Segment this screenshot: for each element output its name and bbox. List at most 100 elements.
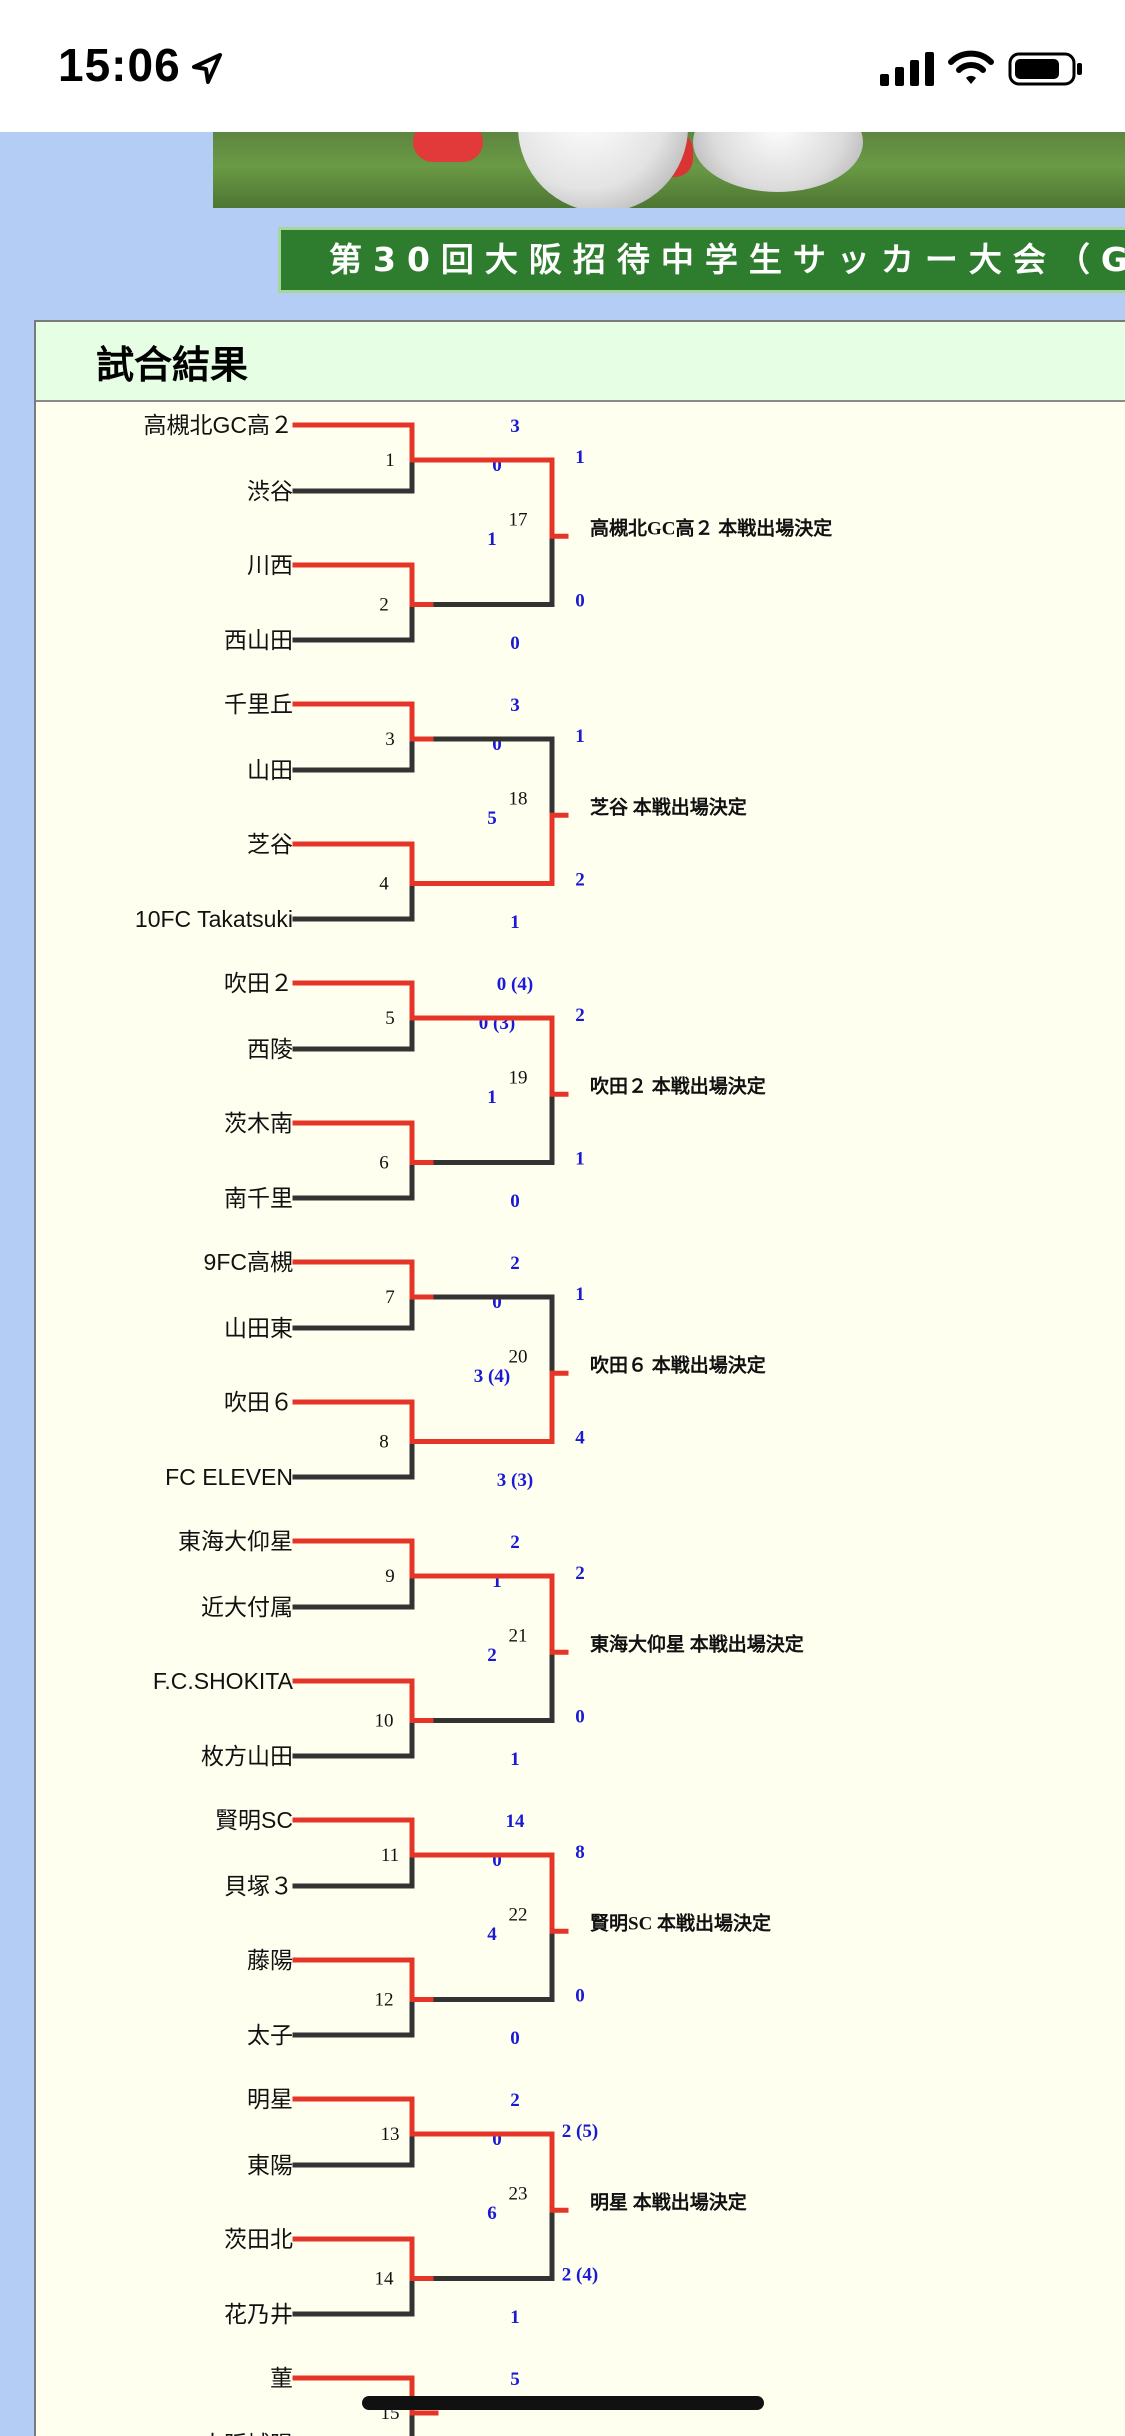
- match-number: 3: [385, 729, 395, 750]
- team-name: 10FC Takatsuki: [135, 906, 293, 932]
- team-name: F.C.SHOKITA: [153, 1668, 294, 1694]
- match-number: 5: [385, 1008, 395, 1029]
- team-name: 吹田２: [224, 970, 293, 996]
- match-number: 10: [375, 1711, 394, 1732]
- score: 1: [510, 1749, 520, 1770]
- score: 2: [510, 2090, 520, 2111]
- home-indicator[interactable]: [362, 2396, 764, 2410]
- score: 0: [510, 1191, 520, 1212]
- match-number: 8: [379, 1432, 389, 1453]
- score: 2: [510, 1253, 520, 1274]
- match-number: 23: [509, 2183, 528, 2204]
- team-name: 高槻北GC高２: [144, 412, 294, 438]
- match-number: 14: [375, 2269, 395, 2290]
- team-name: 千里丘: [224, 691, 293, 717]
- match-number: 1: [385, 450, 395, 471]
- score: 3: [510, 695, 520, 716]
- team-name: 茨田北: [224, 2226, 293, 2252]
- battery-icon: [1008, 52, 1082, 86]
- qualified-result: 東海大仰星 本戦出場決定: [590, 1632, 804, 1655]
- team-name: 菫: [270, 2365, 293, 2391]
- team-name: 近大付属: [201, 1594, 293, 1620]
- score: 14: [506, 1811, 526, 1832]
- score: 1: [575, 1149, 585, 1170]
- qualified-result: 吹田２ 本戦出場決定: [590, 1074, 766, 1097]
- match-number: 19: [509, 1067, 528, 1088]
- match-number: 13: [381, 2124, 400, 2145]
- score: 0: [510, 633, 520, 654]
- score: 0: [492, 455, 502, 476]
- match-number: 7: [385, 1287, 395, 1308]
- score: 2: [510, 1532, 520, 1553]
- score: 0: [575, 591, 585, 612]
- score: 0: [492, 1850, 502, 1871]
- team-name: 川西: [247, 552, 293, 578]
- cellular-signal-icon: [880, 52, 934, 86]
- team-name: 茨木南: [224, 1110, 293, 1136]
- team-name: 貝塚３: [224, 1873, 293, 1899]
- score: 2 (5): [562, 2121, 598, 2142]
- team-name: 藤陽: [247, 1947, 293, 1973]
- score: 4: [575, 1428, 585, 1449]
- score: 5: [487, 808, 497, 829]
- score: 1: [487, 529, 497, 550]
- score: 1: [575, 726, 585, 747]
- score: 0: [575, 1986, 585, 2007]
- results-header: 試合結果: [36, 322, 1125, 402]
- score: 1: [575, 447, 585, 468]
- team-name: 明星: [247, 2086, 293, 2112]
- qualified-result: 吹田６ 本戦出場決定: [590, 1353, 766, 1376]
- score: 0: [492, 734, 502, 755]
- score: 1: [487, 1087, 497, 1108]
- score: 1: [510, 2307, 520, 2328]
- score: 0: [575, 1707, 585, 1728]
- score: 2: [487, 1645, 497, 1666]
- score: 0 (4): [497, 974, 533, 995]
- score: 0: [492, 1292, 502, 1313]
- score: 1: [575, 1284, 585, 1305]
- team-name: 9FC高槻: [204, 1249, 293, 1275]
- score: 3 (4): [474, 1366, 510, 1387]
- team-name: 東陽: [247, 2152, 293, 2178]
- match-number: 21: [509, 1625, 528, 1646]
- score: 2: [575, 1563, 585, 1584]
- team-name: 渋谷: [247, 478, 293, 504]
- match-number: 2: [379, 595, 389, 616]
- wifi-icon: [948, 50, 994, 84]
- team-name: 山田: [247, 757, 293, 783]
- team-name: 枚方山田: [201, 1743, 293, 1769]
- match-number: 4: [379, 874, 389, 895]
- match-number: 11: [381, 1845, 399, 1866]
- score: 8: [575, 1842, 585, 1863]
- team-name: 芝谷: [247, 831, 293, 857]
- team-name: 花乃井: [224, 2301, 293, 2327]
- team-name: 山田東: [224, 1315, 293, 1341]
- score: 1: [492, 1571, 502, 1592]
- team-name: 賢明SC: [215, 1807, 293, 1833]
- score: 0: [492, 2129, 502, 2150]
- team-name: 大阪城陽: [201, 2431, 293, 2436]
- qualified-result: 明星 本戦出場決定: [590, 2190, 747, 2213]
- team-name: FC ELEVEN: [165, 1464, 293, 1490]
- score: 6: [487, 2203, 497, 2224]
- team-name: 太子: [247, 2022, 293, 2048]
- score: 4: [487, 1924, 497, 1945]
- match-number: 6: [379, 1153, 389, 1174]
- team-name: 吹田６: [224, 1389, 293, 1415]
- score: 0: [510, 2028, 520, 2049]
- score: 3 (3): [497, 1470, 533, 1491]
- qualified-result: 賢明SC 本戦出場決定: [590, 1911, 771, 1934]
- score: 3: [510, 416, 520, 437]
- team-name: 西山田: [224, 627, 293, 653]
- match-number: 12: [375, 1990, 394, 2011]
- hero-shoe-left: [413, 132, 483, 162]
- qualified-result: 高槻北GC高２ 本戦出場決定: [590, 516, 832, 539]
- status-time: 15:06: [58, 39, 181, 91]
- score: 2: [575, 1005, 585, 1026]
- match-number: 22: [509, 1904, 528, 1925]
- score: 2: [575, 870, 585, 891]
- score: 2 (4): [562, 2265, 598, 2286]
- team-name: 南千里: [224, 1185, 293, 1211]
- qualified-result: 芝谷 本戦出場決定: [590, 795, 747, 818]
